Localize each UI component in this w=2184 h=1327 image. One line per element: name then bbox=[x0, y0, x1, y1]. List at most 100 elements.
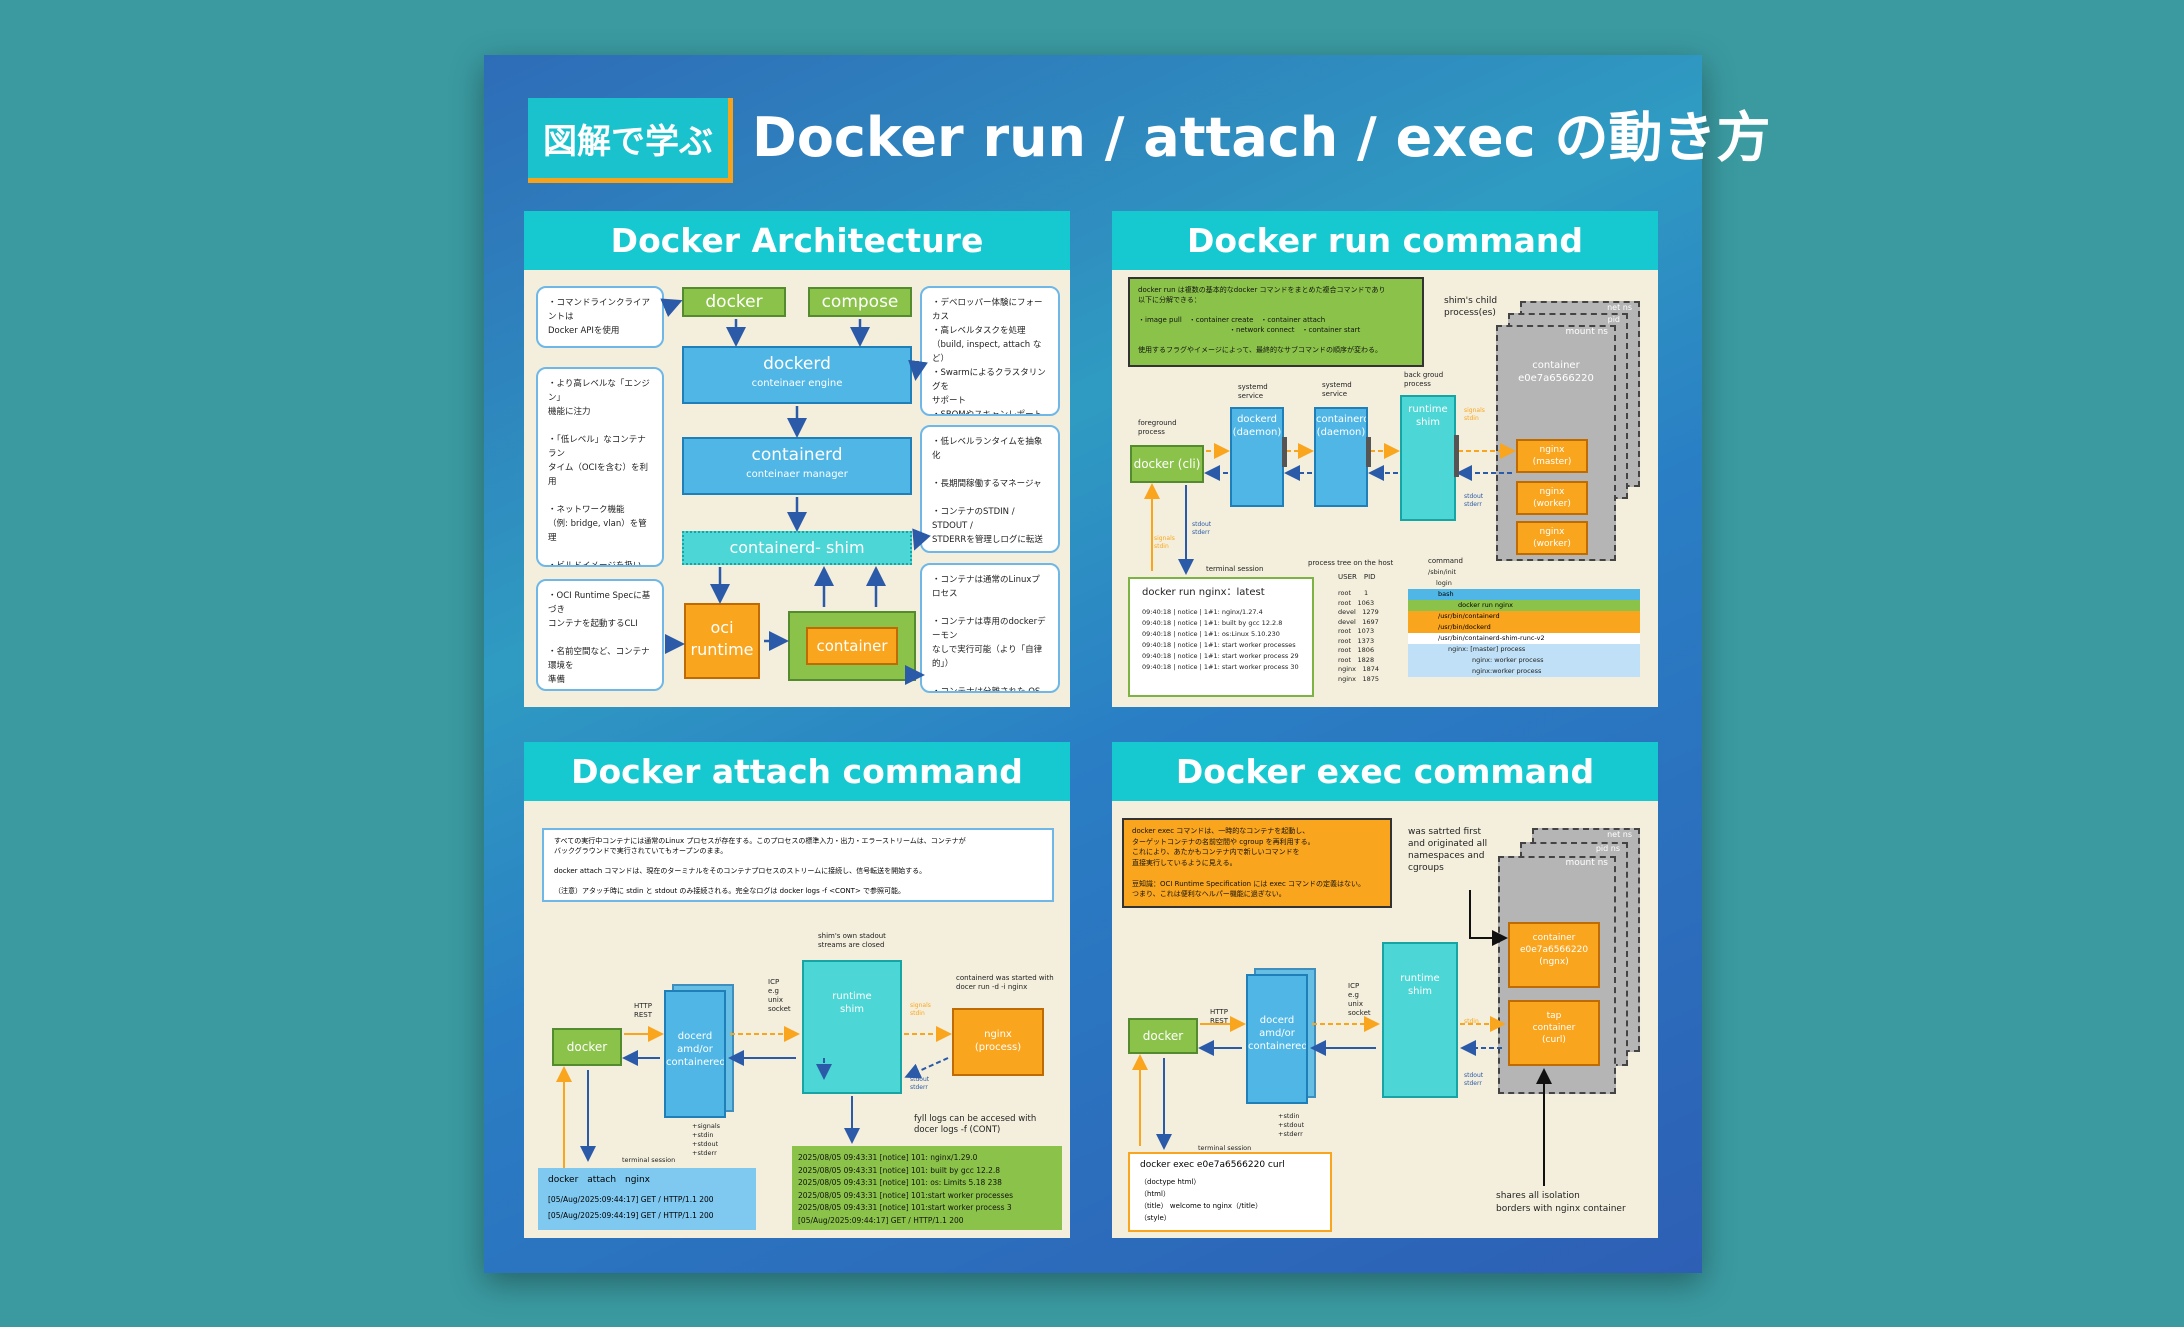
note-shim: ・低レベルランタイムを抽象化 ・長期間稼働するマネージャ ・コンテナのSTDIN… bbox=[920, 425, 1060, 553]
attach-docker-cli: docker (cli) bbox=[552, 1028, 622, 1066]
run-mount-ns-label: mount ns bbox=[1565, 327, 1608, 337]
containerd-sublabel: conteinaer manager bbox=[746, 469, 848, 480]
run-nginx-worker-2: nginx (worker) bbox=[1516, 521, 1588, 555]
attach-logs-note: fyll logs can be accesed with docer logs… bbox=[914, 1114, 1037, 1135]
exec-shares-note: shares all isolation borders with nginx … bbox=[1496, 1191, 1626, 1214]
run-cmd-w1: nginx: worker process bbox=[1472, 656, 1544, 664]
note-containerd: ・より高レベルな「エンジン」 機能に注力 ・「低レベル」なコンテナラン タイム（… bbox=[536, 367, 664, 567]
panel-attach-heading: Docker attach command bbox=[524, 742, 1070, 801]
attach-terminal-label: terminal session bbox=[622, 1156, 676, 1164]
attach-shim-note: shim's own stadout streams are closed bbox=[818, 932, 886, 949]
exec-docerd: docerd amd/or containered bbox=[1246, 974, 1308, 1104]
attach-intro: すべての実行中コンテナには通常のLinux プロセスが存在する。このプロセスの標… bbox=[542, 828, 1054, 902]
attach-docerd: docerd amd/or containered bbox=[664, 990, 726, 1118]
panel-architecture: Docker Architecture ・コマンドラインクライアントは Dock… bbox=[524, 211, 1070, 707]
containerd-node: containerd conteinaer manager bbox=[682, 437, 912, 495]
run-cmd-login: login bbox=[1436, 579, 1452, 587]
run-foreground-label: foreground process bbox=[1138, 419, 1177, 436]
attach-signals-stdin: signals stdin bbox=[910, 1002, 931, 1017]
panel-run-heading: Docker run command bbox=[1112, 211, 1658, 270]
attach-log-lines: 2025/08/05 09:43:31 [notice] 101: nginx/… bbox=[792, 1146, 1062, 1230]
exec-terminal-label: terminal session bbox=[1198, 1144, 1252, 1152]
run-arrows bbox=[1144, 435, 1516, 575]
dockerd-node: dockerd conteinaer engine bbox=[682, 346, 912, 404]
run-background-label: back groud process bbox=[1404, 371, 1444, 388]
architecture-arrows bbox=[660, 298, 931, 685]
attach-plus-list: +signals +stdin +stdout +stderr bbox=[692, 1122, 721, 1157]
exec-lines: （doctype html） （html） （title） welcome to… bbox=[1140, 1178, 1263, 1222]
exec-container: container e0e7a6566220 (ngnx) bbox=[1508, 922, 1600, 988]
run-nginx-worker-1: nginx (worker) bbox=[1516, 481, 1588, 515]
exec-plus-list: +stdin +stdout +stderr bbox=[1278, 1112, 1305, 1138]
run-systemd-1: systemd service bbox=[1238, 383, 1268, 400]
run-signals-stdin-left: signals stdin bbox=[1154, 535, 1175, 550]
note-oci: ・OCI Runtime Specに基づき コンテナを起動するCLI ・名前空間… bbox=[536, 579, 664, 691]
run-terminal-label: terminal session bbox=[1206, 565, 1264, 573]
exec-icp: ICP e.g unix socket bbox=[1348, 982, 1371, 1017]
panel-exec-heading: Docker exec command bbox=[1112, 742, 1658, 801]
attach-stdout-stderr: stdout stderr bbox=[910, 1076, 930, 1091]
exec-arrows bbox=[1132, 890, 1552, 1186]
container-node: container bbox=[806, 627, 898, 665]
attach-nginx: nginx (process) bbox=[952, 1008, 1044, 1076]
run-signals-stdin-right: signals stdin bbox=[1464, 407, 1485, 422]
title-badge: 図解で学ぶ bbox=[528, 98, 733, 183]
run-net-ns-label: net ns bbox=[1607, 303, 1632, 312]
exec-net-ns-label: net ns bbox=[1607, 830, 1632, 839]
attach-lines: [05/Aug/2025:09:44:17] GET / HTTP/1.1 20… bbox=[548, 1195, 714, 1220]
panel-run: Docker run command docker run は複数の基本的なdo… bbox=[1112, 211, 1658, 707]
exec-tap-container: tap container (curl) bbox=[1508, 1000, 1600, 1066]
run-children-label: shim's child process(es) bbox=[1444, 296, 1498, 318]
page-title: Docker run / attach / exec の動き方 bbox=[752, 106, 1771, 169]
run-cmd-w2: nginx:worker process bbox=[1472, 667, 1542, 675]
exec-stdout-stderr: stdout stderr bbox=[1464, 1072, 1484, 1087]
run-pid-ns-label: pid bbox=[1607, 315, 1620, 324]
exec-intro: docker exec コマンドは、一時的なコンテナを起動し、 ターゲットコンテ… bbox=[1122, 818, 1392, 908]
run-intro: docker run は複数の基本的なdocker コマンドをまとめた複合コマン… bbox=[1128, 277, 1424, 367]
oci-runtime-node: oci runtime bbox=[684, 603, 760, 679]
run-cmd-dockerd: /usr/bin/dockerd bbox=[1408, 622, 1640, 633]
exec-mount-ns-label: mount ns bbox=[1565, 858, 1608, 868]
run-stdout-stderr-left: stdout stderr bbox=[1192, 521, 1212, 536]
run-cmd-bash: bash bbox=[1408, 589, 1640, 600]
run-container-label: container e0e7a6566220 bbox=[1518, 360, 1594, 384]
exec-first-note: was satrted first and originated all nam… bbox=[1408, 827, 1488, 873]
run-ptree-title: process tree on the host bbox=[1308, 559, 1394, 567]
panel-architecture-heading: Docker Architecture bbox=[524, 211, 1070, 270]
attach-terminal: docker attach nginx [05/Aug/2025:09:44:1… bbox=[538, 1168, 756, 1230]
attach-cont-note: containerd was started with docer run -d… bbox=[956, 974, 1054, 991]
dockerd-sublabel: conteinaer engine bbox=[751, 378, 843, 389]
run-ptree-head: USER PID bbox=[1338, 573, 1376, 581]
compose-node: compose bbox=[808, 287, 912, 317]
run-cmd-nginx-group: nginx: [master] process nginx: worker pr… bbox=[1408, 644, 1640, 677]
run-log-lines: 09:40:18 | notice | 1#1: nginx/1.27.4 09… bbox=[1142, 608, 1299, 671]
exec-terminal: docker exec e0e7a6566220 curl （doctype h… bbox=[1128, 1152, 1332, 1232]
run-log-cmd: docker run nginx：latest bbox=[1142, 587, 1265, 598]
panel-attach: Docker attach command すべての実行中コンテナには通常のLi… bbox=[524, 742, 1070, 1238]
run-ptree-users: root 1 root 1063 devel 1279 devel 1697 r… bbox=[1338, 589, 1380, 683]
panel-exec: Docker exec command docker exec コマンドは、一時… bbox=[1112, 742, 1658, 1238]
docker-node: docker bbox=[682, 287, 786, 317]
attach-arrows bbox=[556, 1026, 952, 1168]
dockerd-label: dockerd bbox=[763, 354, 831, 374]
run-stdout-stderr-right: stdout stderr bbox=[1464, 493, 1484, 508]
attach-icp: ICP e.g unix socket bbox=[768, 978, 791, 1013]
exec-stdin-label: stdin bbox=[1464, 1018, 1479, 1025]
attach-http: HTTP REST bbox=[634, 1002, 653, 1019]
run-cmd-init: /sbin/init bbox=[1428, 568, 1457, 576]
exec-pid-ns-label: pid ns bbox=[1595, 844, 1620, 853]
exec-http: HTTP REST bbox=[1210, 1008, 1229, 1025]
run-systemd-2: systemd service bbox=[1322, 381, 1352, 398]
containerd-label: containerd bbox=[751, 445, 843, 465]
shim-node: containerd- shim bbox=[682, 531, 912, 565]
container-outer: container bbox=[788, 611, 916, 681]
run-cmd-head: command bbox=[1428, 557, 1463, 565]
note-dockerd: ・デベロッパー体験にフォーカス ・高レベルタスクを処理 （build, insp… bbox=[920, 286, 1060, 416]
note-container: ・コンテナは通常のLinuxプロセス ・コンテナは専用のdockerデーモン な… bbox=[920, 563, 1060, 693]
run-nginx-master: nginx (master) bbox=[1516, 439, 1588, 473]
run-docker-cli: docker (cli) bbox=[1130, 445, 1204, 483]
exec-cmd: docker exec e0e7a6566220 curl bbox=[1140, 1160, 1285, 1170]
run-cmd-shim: /usr/bin/containerd-shim-runc-v2 bbox=[1408, 633, 1640, 644]
exec-docker-cli: docker (cli) bbox=[1128, 1018, 1198, 1054]
exec-runtime-shim: runtime shim bbox=[1382, 942, 1458, 1098]
